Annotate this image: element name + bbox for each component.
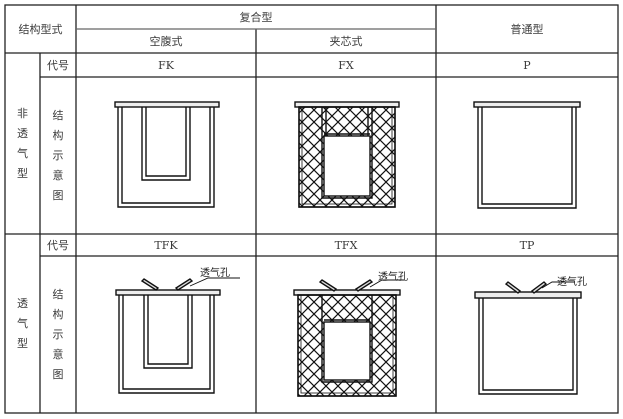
code-tp: TP: [519, 238, 535, 252]
group-char: 气: [17, 316, 28, 330]
diagram-char: 构: [52, 128, 64, 142]
diagram-char: 图: [52, 188, 64, 202]
group-char: 型: [17, 336, 28, 350]
diagram-char: 结: [52, 287, 64, 301]
ordinary-header: 普通型: [510, 23, 544, 36]
group-label-non-breathable: 非 透 气 型: [5, 53, 40, 234]
sandwich-subheader: 夹芯式: [329, 35, 363, 48]
diagram-char: 示: [52, 148, 64, 162]
group-label-breathable: 透 气 型: [5, 234, 40, 413]
diagram-label: 结 构 示 意 图: [40, 256, 76, 413]
vent-hole-label: 透气孔: [557, 276, 587, 288]
diagram-p: [473, 101, 581, 209]
hollow-subheader: 空腹式: [149, 35, 183, 48]
vent-hole-label: 透气孔: [200, 267, 230, 279]
corner-header: 结构型式: [18, 23, 63, 36]
diagram-tfx: [293, 279, 404, 397]
composite-header: 复合型: [239, 11, 273, 24]
diagram-label: 结 构 示 意 图: [40, 77, 76, 234]
code-fx: FX: [338, 58, 354, 72]
vent-hole-label: 透气孔: [378, 271, 408, 283]
diagram-tfk: [115, 277, 240, 394]
diagram-char: 结: [52, 108, 64, 122]
code-fk: FK: [158, 58, 174, 72]
group-char: 气: [17, 146, 28, 160]
group-char: 非: [17, 106, 28, 120]
diagram-char: 构: [52, 307, 64, 321]
diagram-char: 意: [52, 347, 64, 361]
code-p: P: [523, 58, 531, 72]
diagram-char: 图: [52, 367, 64, 381]
diagram-fx: [294, 101, 400, 208]
diagram-char: 示: [52, 327, 64, 341]
diagram-char: 意: [52, 168, 64, 182]
group-char: 透: [17, 126, 28, 140]
code-label: 代号: [47, 239, 69, 252]
diagram-fk: [114, 101, 220, 208]
diagram-tp: [474, 281, 582, 395]
group-char: 型: [17, 166, 28, 180]
code-tfk: TFK: [154, 238, 178, 252]
code-label: 代号: [47, 59, 69, 72]
group-char: 透: [17, 296, 28, 310]
code-tfx: TFX: [334, 238, 358, 252]
